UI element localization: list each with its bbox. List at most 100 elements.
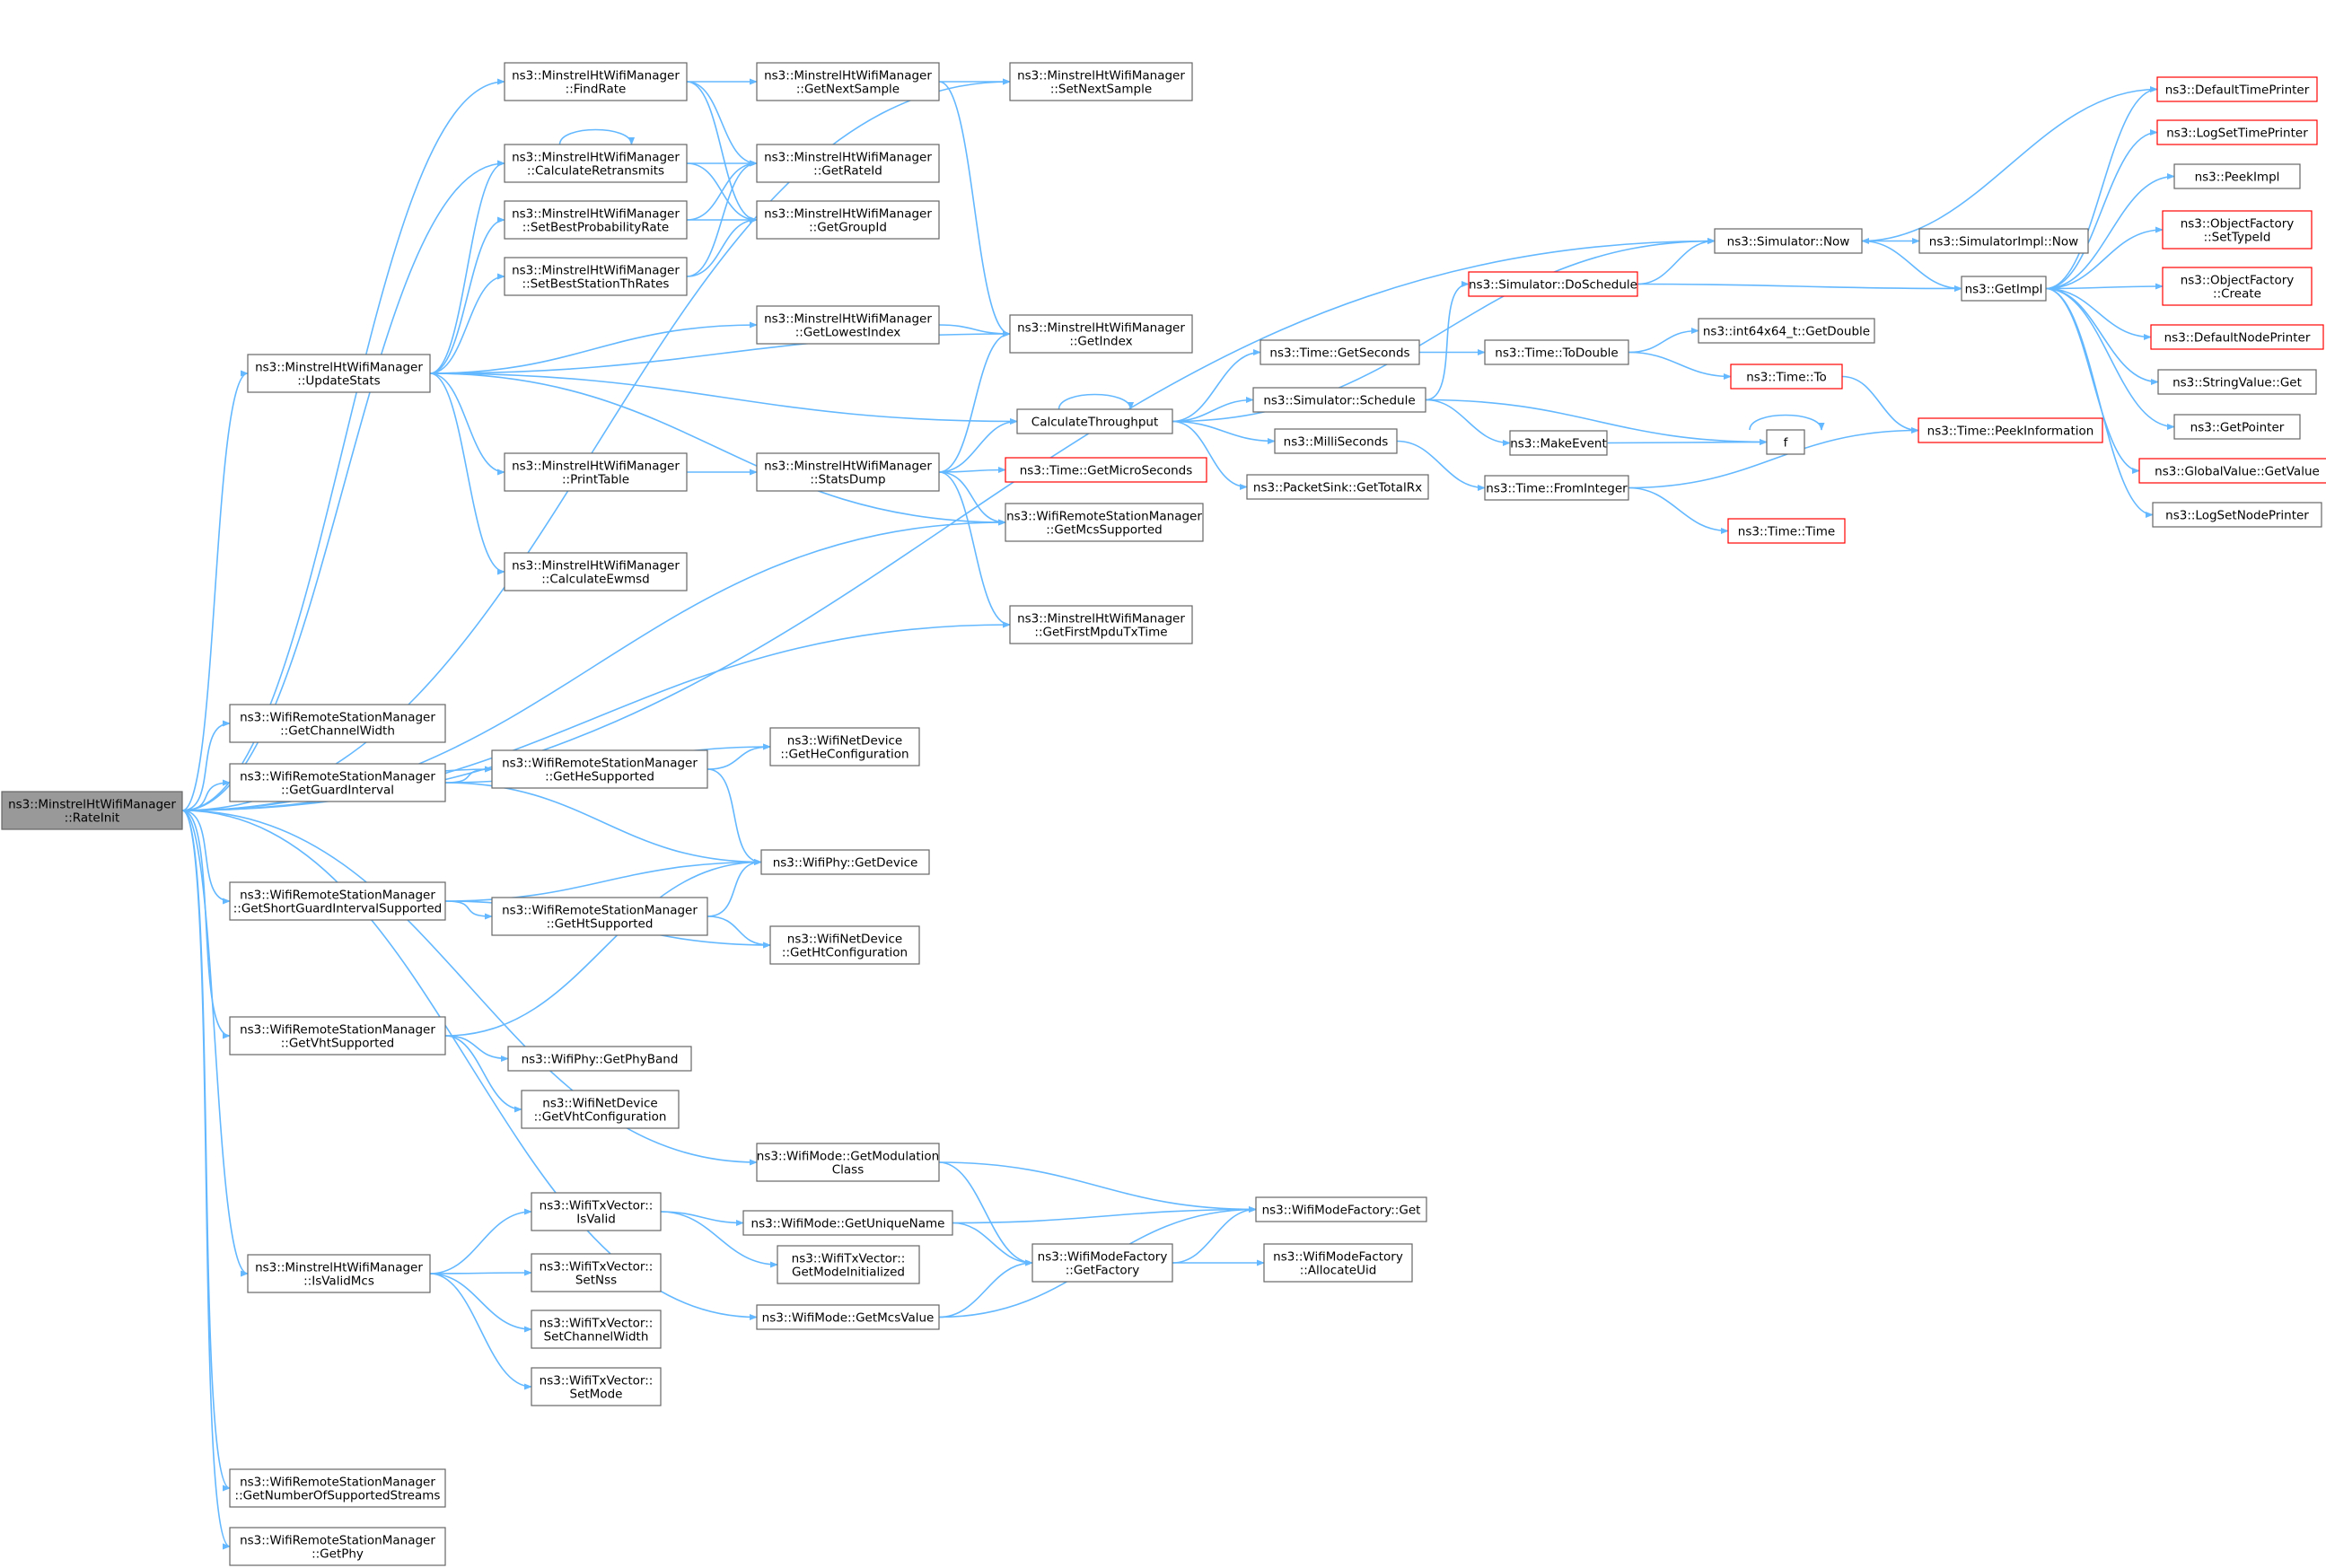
node-getnumstreams[interactable]: ns3::WifiRemoteStationManager::GetNumber… <box>229 1468 446 1508</box>
edge-simnow-to-getimpl <box>1861 240 1962 293</box>
node-gethesupported[interactable]: ns3::WifiRemoteStationManager::GetHeSupp… <box>491 749 708 789</box>
node-logsettimeprinter[interactable]: ns3::LogSetTimePrinter <box>2156 119 2318 145</box>
node-rateinit[interactable]: ns3::MinstrelHtWifiManager::RateInit <box>1 791 183 830</box>
edge-gethtsupported-to-wifiphygetdevice <box>707 858 762 917</box>
node-label: ns3::MinstrelHtWifiManager <box>1017 69 1185 83</box>
node-label: ns3::WifiRemoteStationManager <box>240 770 435 784</box>
node-isvalidmcs[interactable]: ns3::MinstrelHtWifiManager::IsValidMcs <box>247 1254 431 1293</box>
node-gethtsupported[interactable]: ns3::WifiRemoteStationManager::GetHtSupp… <box>491 897 708 936</box>
node-getvhtconfig[interactable]: ns3::WifiNetDevice::GetVhtConfiguration <box>521 1090 680 1129</box>
node-getpointer[interactable]: ns3::GetPointer <box>2173 414 2301 440</box>
node-box <box>756 62 940 101</box>
node-objfactsettype[interactable]: ns3::ObjectFactory::SetTypeId <box>2162 210 2313 250</box>
node-peekimpl[interactable]: ns3::PeekImpl <box>2173 163 2301 189</box>
node-wifiphygetdevice[interactable]: ns3::WifiPhy::GetDevice <box>760 849 930 875</box>
node-calcewmsd[interactable]: ns3::MinstrelHtWifiManager::CalculateEwm… <box>504 552 688 591</box>
node-label: ::SetTypeId <box>2204 231 2271 245</box>
node-calcretrans[interactable]: ns3::MinstrelHtWifiManager::CalculateRet… <box>504 144 688 183</box>
edge-getshortgi-to-wifiphygetdevice <box>444 858 762 902</box>
edge-getimpl-to-logsettimeprinter <box>2045 128 2158 290</box>
node-getgroupid[interactable]: ns3::MinstrelHtWifiManager::GetGroupId <box>756 200 940 240</box>
edge-getimpl-to-objfactcreate <box>2045 283 2164 290</box>
node-box <box>1009 314 1193 354</box>
node-allocateuid[interactable]: ns3::WifiModeFactory::AllocateUid <box>1263 1243 1413 1283</box>
node-timefrominteger[interactable]: ns3::Time::FromInteger <box>1484 475 1629 501</box>
node-label: ::IsValidMcs <box>303 1275 374 1289</box>
node-getshortgi[interactable]: ns3::WifiRemoteStationManager::GetShortG… <box>229 881 446 921</box>
node-int64getdouble[interactable]: ns3::int64x64_t::GetDouble <box>1698 318 1875 344</box>
node-stringvalueget[interactable]: ns3::StringValue::Get <box>2157 369 2317 395</box>
edge-simschedule-to-makeevent <box>1425 399 1511 447</box>
node-getmicro[interactable]: ns3::Time::GetMicroSeconds <box>1005 457 1207 483</box>
node-logsetnodeprinter[interactable]: ns3::LogSetNodePrinter <box>2152 502 2322 528</box>
node-getnextsample[interactable]: ns3::MinstrelHtWifiManager::GetNextSampl… <box>756 62 940 101</box>
node-getfirstmpdu[interactable]: ns3::MinstrelHtWifiManager::GetFirstMpdu… <box>1009 605 1193 644</box>
node-calcthroughput[interactable]: CalculateThroughput <box>1016 408 1173 434</box>
node-label: ns3::StringValue::Get <box>2172 376 2302 390</box>
node-f[interactable]: f <box>1766 429 1805 455</box>
node-simschedule[interactable]: ns3::Simulator::Schedule <box>1252 387 1426 413</box>
node-label: ::CalculateRetransmits <box>527 164 664 179</box>
node-getvhtsupported[interactable]: ns3::WifiRemoteStationManager::GetVhtSup… <box>229 1016 446 1056</box>
node-statsdump[interactable]: ns3::MinstrelHtWifiManager::StatsDump <box>756 452 940 492</box>
node-label: ns3::PacketSink::GetTotalRx <box>1253 481 1422 495</box>
node-timetodouble[interactable]: ns3::Time::ToDouble <box>1484 339 1629 365</box>
node-getlowestindex[interactable]: ns3::MinstrelHtWifiManager::GetLowestInd… <box>756 305 940 345</box>
node-setmode[interactable]: ns3::WifiTxVector::SetMode <box>531 1367 662 1406</box>
node-setchannelwidth[interactable]: ns3::WifiTxVector::SetChannelWidth <box>531 1310 662 1349</box>
node-timetime[interactable]: ns3::Time::Time <box>1727 518 1846 544</box>
edge-getimpl-to-defaulttimeprinter <box>2045 85 2158 290</box>
node-getphy[interactable]: ns3::WifiRemoteStationManager::GetPhy <box>229 1527 446 1566</box>
node-objfactcreate[interactable]: ns3::ObjectFactory::Create <box>2162 267 2313 306</box>
node-simimplnow[interactable]: ns3::SimulatorImpl::Now <box>1918 228 2089 254</box>
node-getindex[interactable]: ns3::MinstrelHtWifiManager::GetIndex <box>1009 314 1193 354</box>
node-timeto[interactable]: ns3::Time::To <box>1730 364 1843 390</box>
node-milliseconds[interactable]: ns3::MilliSeconds <box>1274 428 1398 454</box>
node-updatestats[interactable]: ns3::MinstrelHtWifiManager::UpdateStats <box>247 354 431 393</box>
node-defaultnodeprinter[interactable]: ns3::DefaultNodePrinter <box>2150 324 2324 350</box>
node-getphyband[interactable]: ns3::WifiPhy::GetPhyBand <box>507 1046 692 1072</box>
node-getuniquename[interactable]: ns3::WifiMode::GetUniqueName <box>742 1210 953 1236</box>
node-getmodeinit[interactable]: ns3::WifiTxVector::GetModeInitialized <box>777 1245 920 1284</box>
node-getrateid[interactable]: ns3::MinstrelHtWifiManager::GetRateId <box>756 144 940 183</box>
node-printtable[interactable]: ns3::MinstrelHtWifiManager::PrintTable <box>504 452 688 492</box>
node-timepeekinfo[interactable]: ns3::Time::PeekInformation <box>1918 417 2103 443</box>
node-label: ns3::Simulator::Schedule <box>1263 394 1415 408</box>
node-simdoschedule[interactable]: ns3::Simulator::DoSchedule <box>1468 271 1638 297</box>
node-getmcssupported[interactable]: ns3::WifiRemoteStationManager::GetMcsSup… <box>1005 503 1204 542</box>
node-label: ns3::Simulator::DoSchedule <box>1469 278 1637 293</box>
node-packetsink[interactable]: ns3::PacketSink::GetTotalRx <box>1246 474 1429 500</box>
node-setnextsample[interactable]: ns3::MinstrelHtWifiManager::SetNextSampl… <box>1009 62 1193 101</box>
edge-simschedule-to-simdoschedule <box>1425 280 1470 401</box>
node-label: ns3::MinstrelHtWifiManager <box>512 460 680 474</box>
node-defaulttimeprinter[interactable]: ns3::DefaultTimePrinter <box>2156 76 2318 102</box>
node-findrate[interactable]: ns3::MinstrelHtWifiManager::FindRate <box>504 62 688 101</box>
node-getfactory[interactable]: ns3::WifiModeFactory::GetFactory <box>1031 1243 1173 1283</box>
node-box <box>507 1046 692 1072</box>
node-label: ns3::PeekImpl <box>2195 171 2280 185</box>
node-makeevent[interactable]: ns3::MakeEvent <box>1509 430 1608 456</box>
edge-findrate-to-getrateid <box>686 81 758 167</box>
node-gethtconfig[interactable]: ns3::WifiNetDevice::GetHtConfiguration <box>769 925 920 965</box>
node-simnow[interactable]: ns3::Simulator::Now <box>1714 228 1863 254</box>
edge-calcthroughput-to-simschedule <box>1172 396 1254 423</box>
edge-rateinit-to-getmodclass <box>181 810 758 1166</box>
node-modefactoryget[interactable]: ns3::WifiModeFactory::Get <box>1255 1196 1427 1222</box>
node-setnss[interactable]: ns3::WifiTxVector::SetNss <box>531 1253 662 1292</box>
node-box <box>1961 276 2047 302</box>
node-label: ns3::WifiRemoteStationManager <box>240 889 435 903</box>
node-label: ::GetGroupId <box>809 221 887 235</box>
node-getimpl[interactable]: ns3::GetImpl <box>1961 276 2047 302</box>
node-getguardinterval[interactable]: ns3::WifiRemoteStationManager::GetGuardI… <box>229 763 446 802</box>
node-label: ::GetHtSupported <box>547 917 654 932</box>
node-setbeststation[interactable]: ns3::MinstrelHtWifiManager::SetBestStati… <box>504 257 688 296</box>
node-txvecisvalid[interactable]: ns3::WifiTxVector::IsValid <box>531 1192 662 1231</box>
node-label: ns3::GetImpl <box>1965 283 2043 297</box>
node-getchannelwidth[interactable]: ns3::WifiRemoteStationManager::GetChanne… <box>229 704 446 743</box>
node-globalvalueget[interactable]: ns3::GlobalValue::GetValue <box>2138 458 2326 484</box>
node-setbestprob[interactable]: ns3::MinstrelHtWifiManager::SetBestProba… <box>504 200 688 240</box>
node-gettimeseconds[interactable]: ns3::Time::GetSeconds <box>1260 339 1420 365</box>
node-getmcsvalue[interactable]: ns3::WifiMode::GetMcsValue <box>756 1304 940 1330</box>
node-getheconfig[interactable]: ns3::WifiNetDevice::GetHeConfiguration <box>769 727 920 766</box>
